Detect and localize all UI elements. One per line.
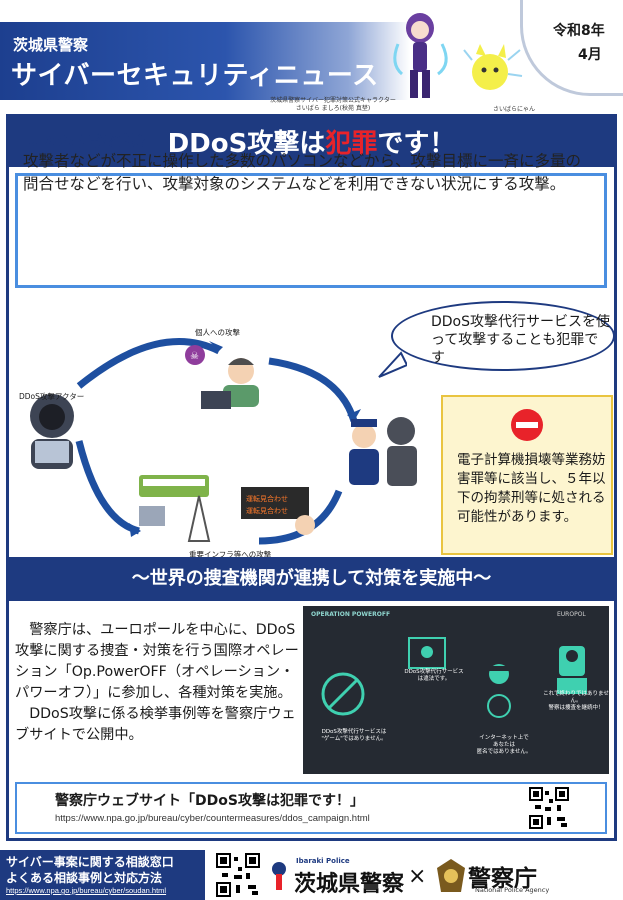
section2-title: 〜世界の捜査機関が連携して対策を実施中〜 xyxy=(131,568,492,589)
main-title: DDoS攻撃は犯罪です！ xyxy=(9,123,614,160)
times-symbol: × xyxy=(408,864,427,889)
mascot-illustration xyxy=(393,13,523,98)
operation-header: OPERATION POWEROFF xyxy=(311,611,391,618)
title-prefix: DDoS攻撃は xyxy=(167,129,326,159)
definition-heading: DDoS攻撃とは？ xyxy=(25,131,155,150)
train-sign-line2: 運転見合わせ xyxy=(246,506,288,515)
op-label-end: これで終わりではありません。 警察は捜査を継続中！ xyxy=(543,691,609,711)
ibaraki-police-jp: 茨城県警察 xyxy=(294,872,405,897)
section2-body: 警察庁は、ユーロポールを中心に、DDoS攻撃に関する捜査・対策を行う国際オペレー… xyxy=(15,622,299,743)
ibaraki-police-en: Ibaraki Police xyxy=(296,857,350,865)
speech-bubble xyxy=(391,301,615,371)
definition-body: 攻撃者などが不正に操作した多数のパソコンなどから、攻撃目標に一斉に多量の問合せな… xyxy=(23,152,582,193)
npa-emblem-icon xyxy=(437,859,465,892)
op-label-game: DDoS攻撃代行サービスは "ゲーム"ではありません。 xyxy=(321,729,387,742)
npa-en: National Police Agency xyxy=(475,886,550,894)
website-url[interactable]: https://www.npa.go.jp/bureau/cyber/count… xyxy=(55,813,370,824)
svg-text:☠: ☠ xyxy=(190,351,199,362)
bubble-text: DDoS攻撃代行サービスを使って攻撃することも犯罪です xyxy=(431,314,611,366)
title-suffix: です！ xyxy=(377,129,456,159)
attack-illustration: ☠ 運転見合わせ 運転見合わせ DDoS攻撃アクター 個人への攻撃 重要インフラ… xyxy=(9,291,615,561)
newsletter-title: サイバーセキュリティニュース xyxy=(11,61,379,91)
operation-icons xyxy=(321,637,587,718)
website-title[interactable]: 警察庁ウェブサイト「DDoS攻撃は犯罪です！」 xyxy=(55,793,364,809)
date-year: 令和8年 xyxy=(553,23,605,39)
main-frame: DDoS攻撃は犯罪です！ DDoS攻撃とは？ 攻撃者などが不正に操作した多数のパ… xyxy=(6,114,617,841)
label-infra: 重要インフラ等への攻撃 xyxy=(189,550,272,559)
title-bar xyxy=(9,117,614,167)
header-band xyxy=(0,22,410,100)
warning-text: 電子計算機損壊等業務妨害罪等に該当し、５年以下の拘禁刑等に処される可能性がありま… xyxy=(457,452,606,525)
bubble-tail xyxy=(378,351,407,378)
prohibition-icon xyxy=(511,409,543,441)
train-sign-line1: 運転見合わせ xyxy=(246,494,288,503)
title-red: 犯罪 xyxy=(325,129,378,159)
footer-cases-line: よくある相談事例と対応方法 xyxy=(6,871,163,885)
attack-diagram: ☠ 運転見合わせ 運転見合わせ xyxy=(30,338,417,545)
cat-name: さいばらにゃん xyxy=(493,106,536,113)
section2-bar xyxy=(9,557,614,601)
footer-consult-line: サイバー事案に関する相談窓口 xyxy=(6,855,174,869)
website-box xyxy=(15,782,607,834)
label-actor: DDoS攻撃アクター xyxy=(19,392,85,401)
prefecture-police-label: 茨城県警察 xyxy=(13,36,89,54)
europol-brand: EUROPOL xyxy=(557,611,586,618)
footer-qr-code-icon[interactable] xyxy=(216,853,260,897)
op-label-illegal: DDoS攻撃代行サービス は違法です。 xyxy=(404,669,464,682)
npa-jp: 警察庁 xyxy=(468,866,537,892)
qr-code-icon[interactable] xyxy=(529,787,569,829)
op-label-anon: インターネット上で あなたは 匿名ではありません。 xyxy=(476,735,532,755)
mascot-name: さいばら ましろ(秋苑 真埜) xyxy=(295,105,371,112)
footer-band xyxy=(0,850,205,900)
mascot-role: 茨城県警察サイバー犯罪対策公式キャラクター xyxy=(270,97,396,104)
footer-url[interactable]: https://www.npa.go.jp/bureau/cyber/souda… xyxy=(6,886,167,895)
mascot-caption: 茨城県警察サイバー犯罪対策公式キャラクター さいばら ましろ(秋苑 真埜) xyxy=(258,97,408,113)
label-individual: 個人への攻撃 xyxy=(195,328,240,337)
date-month: 4月 xyxy=(578,47,602,63)
definition-box xyxy=(15,173,607,288)
ibaraki-police-logo-icon xyxy=(272,862,286,890)
